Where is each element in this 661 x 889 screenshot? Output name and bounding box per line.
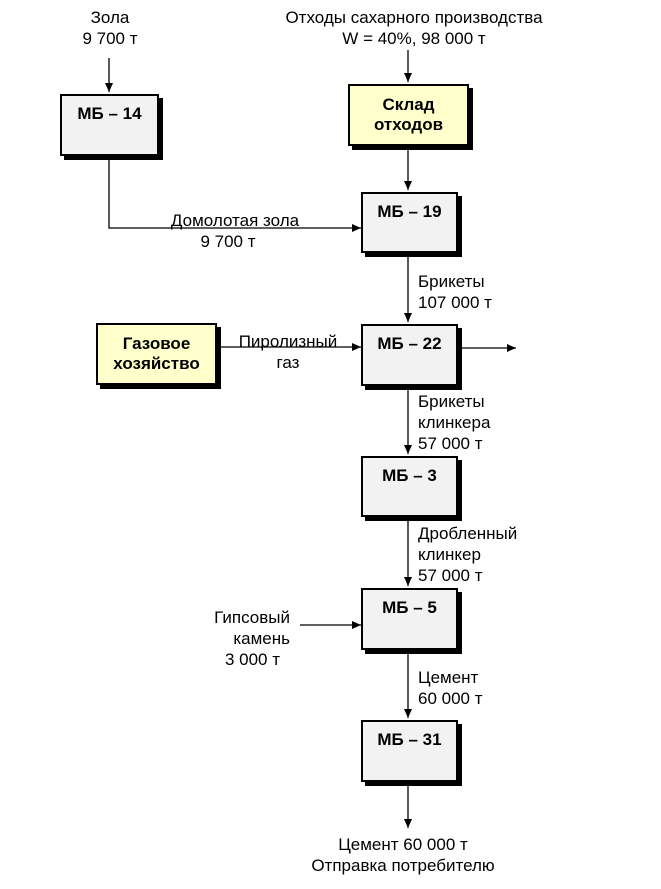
- warehouse-label-line1: Склад: [382, 95, 435, 114]
- input-sugar-waste-amount: W = 40%, 98 000 т: [342, 29, 486, 48]
- gas-facility-label-line2: хозяйство: [113, 354, 200, 373]
- input-sugar-waste-name: Отходы сахарного производства: [285, 8, 543, 27]
- flow-cement-amount: 60 000 т: [418, 689, 483, 708]
- mb31-box: МБ – 31: [361, 720, 458, 782]
- mb14-box: МБ – 14: [60, 94, 159, 156]
- mb14-label: МБ – 14: [77, 104, 142, 123]
- flow-gypsum-label: Гипсовый камень 3 000 т: [170, 607, 290, 670]
- flow-ground-ash-amount: 9 700 т: [200, 232, 256, 251]
- flow-gypsum-name: Гипсовый: [214, 608, 290, 627]
- flow-crushed-clinker-label: Дробленный клинкер 57 000 т: [418, 523, 517, 586]
- flow-clinker-briquettes-amount: 57 000 т: [418, 434, 483, 453]
- output-amount: Цемент 60 000 т: [338, 835, 468, 854]
- flow-pyrolysis-gas-name: Пиролизный: [238, 332, 338, 351]
- warehouse-box: Склад отходов: [348, 84, 469, 146]
- gas-facility-label-line1: Газовое: [122, 334, 191, 353]
- flow-briquettes-amount: 107 000 т: [418, 293, 492, 312]
- flow-crushed-clinker-name2: клинкер: [418, 545, 481, 564]
- flow-briquettes-label: Брикеты 107 000 т: [418, 271, 492, 313]
- flow-crushed-clinker-amount: 57 000 т: [418, 566, 483, 585]
- flow-pyrolysis-gas-label: Пиролизный газ: [226, 331, 350, 373]
- flow-briquettes-name: Брикеты: [418, 272, 485, 291]
- flow-cement-label: Цемент 60 000 т: [418, 667, 483, 709]
- warehouse-label-line2: отходов: [373, 115, 444, 134]
- mb19-label: МБ – 19: [377, 202, 442, 221]
- mb5-label: МБ – 5: [382, 598, 437, 617]
- flow-ground-ash-label: Домолотая зола 9 700 т: [150, 210, 320, 252]
- input-ash-label: Зола 9 700 т: [70, 7, 150, 49]
- flow-pyrolysis-gas-unit: газ: [276, 353, 300, 372]
- gas-facility-box: Газовое хозяйство: [96, 323, 217, 385]
- mb19-box: МБ – 19: [361, 192, 458, 253]
- output-label: Цемент 60 000 т Отправка потребителю: [283, 834, 523, 876]
- mb22-box: МБ – 22: [361, 324, 458, 386]
- mb22-label: МБ – 22: [377, 334, 442, 353]
- input-ash-amount: 9 700 т: [82, 29, 138, 48]
- flow-gypsum-name2: камень: [233, 629, 290, 648]
- flow-crushed-clinker-name: Дробленный: [418, 524, 518, 543]
- input-sugar-waste-label: Отходы сахарного производства W = 40%, 9…: [264, 7, 564, 49]
- input-ash-name: Зола: [90, 8, 130, 27]
- mb31-label: МБ – 31: [377, 730, 442, 749]
- flow-clinker-briquettes-name2: клинкера: [418, 413, 491, 432]
- arrow-mb14-to-mb19: [108, 156, 361, 232]
- mb3-label: МБ – 3: [382, 466, 437, 485]
- flow-clinker-briquettes-label: Брикеты клинкера 57 000 т: [418, 391, 490, 454]
- mb3-box: МБ – 3: [361, 456, 458, 517]
- flow-gypsum-amount: 3 000 т: [224, 650, 280, 669]
- flow-cement-name: Цемент: [418, 668, 479, 687]
- flow-clinker-briquettes-name: Брикеты: [418, 392, 485, 411]
- flow-ground-ash-name: Домолотая зола: [170, 211, 300, 230]
- mb5-box: МБ – 5: [361, 588, 458, 650]
- output-destination: Отправка потребителю: [311, 856, 495, 875]
